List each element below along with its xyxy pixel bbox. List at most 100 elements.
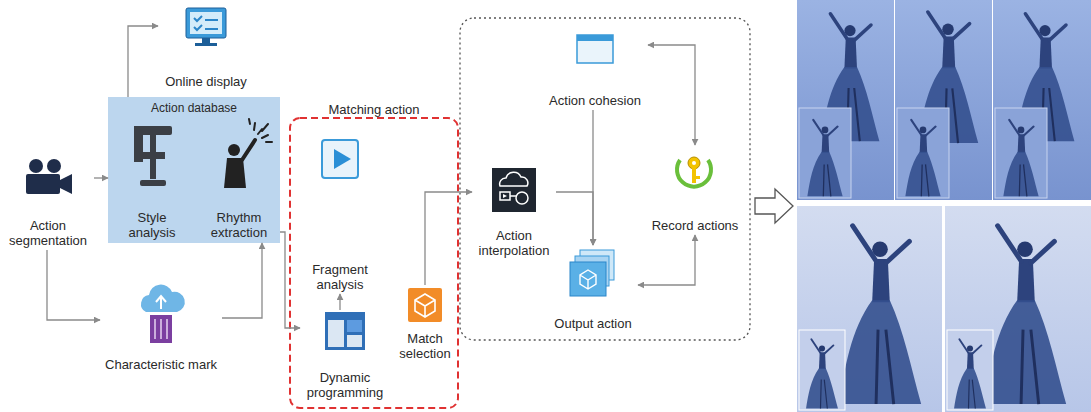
icon-node: Record actions bbox=[646, 145, 744, 235]
spray-figure-icon-part bbox=[224, 158, 246, 188]
monitor-icon bbox=[186, 8, 226, 46]
spray-figure-icon-part bbox=[228, 144, 240, 156]
icon-node: Dynamic programming bbox=[300, 310, 390, 402]
photo-collage-part bbox=[839, 226, 921, 404]
cube-icon-part bbox=[415, 294, 435, 317]
connector bbox=[556, 192, 593, 245]
icon-node: Style analysis bbox=[112, 118, 192, 242]
cloud-icon-part bbox=[150, 315, 172, 343]
photo-collage-part bbox=[954, 339, 986, 408]
icon-node: Rhythm extraction bbox=[200, 118, 278, 242]
window-icon-part bbox=[577, 35, 613, 63]
connector bbox=[648, 45, 695, 145]
photo-collage-part bbox=[897, 108, 949, 198]
key-icon-part bbox=[688, 157, 700, 169]
node-label: Rhythm extraction bbox=[202, 210, 276, 240]
node-label: Characteristic mark bbox=[102, 357, 220, 372]
icon-node: Output action bbox=[548, 245, 638, 333]
key-icon bbox=[677, 157, 711, 187]
icon-node: Characteristic mark bbox=[100, 282, 222, 374]
window-grid-icon-part bbox=[325, 312, 365, 350]
hollow-arrow bbox=[755, 189, 793, 223]
node-label: Fragment analysis bbox=[302, 262, 378, 292]
node-label: Online display bbox=[160, 74, 252, 89]
interpolation-icon bbox=[492, 168, 536, 212]
photo-collage-part bbox=[984, 226, 1066, 404]
interpolation-icon-part bbox=[500, 172, 528, 186]
window-icon-part bbox=[577, 35, 613, 41]
window-grid-icon-part bbox=[328, 320, 344, 347]
icon-node: Fragment analysis bbox=[300, 136, 380, 294]
connector bbox=[128, 26, 158, 97]
camera-icon bbox=[26, 159, 72, 194]
play-icon-part bbox=[322, 140, 358, 178]
interpolation-icon-part bbox=[500, 192, 510, 200]
spray-figure-icon bbox=[224, 119, 272, 188]
database-panel bbox=[108, 97, 280, 243]
dotted-frame bbox=[460, 18, 750, 340]
monitor-icon-part bbox=[190, 12, 222, 34]
photo-collage-part bbox=[797, 206, 942, 412]
node-label: Output action bbox=[550, 316, 636, 331]
window-icon bbox=[577, 35, 613, 63]
monitor-icon-part bbox=[205, 20, 218, 29]
photo-collage-part bbox=[799, 330, 845, 410]
key-icon-part bbox=[677, 160, 711, 187]
photo-collage-part bbox=[993, 0, 1091, 200]
photo-collage bbox=[797, 0, 1091, 412]
play-icon bbox=[322, 140, 358, 178]
photo-collage-part bbox=[1003, 120, 1038, 196]
group-heading: Action database bbox=[110, 99, 278, 115]
icon-node: Action cohesion bbox=[542, 30, 648, 110]
connector bbox=[425, 192, 472, 285]
cube-icon-part bbox=[408, 288, 442, 322]
group-heading: Matching action bbox=[292, 100, 456, 117]
camera-icon-part bbox=[26, 174, 60, 194]
spray-figure-icon-part bbox=[249, 119, 272, 142]
window-grid-icon-part bbox=[347, 320, 362, 332]
stack-icon bbox=[570, 250, 614, 296]
interpolation-icon-part bbox=[492, 168, 536, 212]
photo-collage-part bbox=[806, 339, 838, 408]
spray-figure-icon-part bbox=[242, 140, 255, 160]
dashed-frame bbox=[290, 118, 458, 408]
clamp-icon bbox=[134, 126, 172, 186]
photo-collage-part bbox=[995, 108, 1047, 198]
photo-collage-part bbox=[895, 0, 992, 200]
node-label: Dynamic programming bbox=[302, 370, 388, 400]
node-label: Action interpolation bbox=[474, 228, 554, 258]
interpolation-icon-part bbox=[510, 195, 516, 197]
node-label: Action segmentation bbox=[4, 218, 92, 248]
photo-collage-part bbox=[905, 120, 940, 196]
stack-icon-part bbox=[570, 262, 606, 296]
photo-collage-part bbox=[945, 206, 1091, 412]
key-icon-part bbox=[696, 176, 700, 179]
connector bbox=[94, 177, 108, 178]
node-label: Action cohesion bbox=[544, 93, 646, 108]
cloud-icon-part bbox=[156, 296, 166, 309]
cube-icon bbox=[408, 288, 442, 322]
group-box: Matching actionFragment analysisDynamic … bbox=[290, 98, 458, 408]
connector bbox=[339, 294, 340, 310]
icon-node: Online display bbox=[158, 5, 254, 91]
camera-icon-part bbox=[60, 174, 72, 194]
group-box: Action databaseStyle analysisRhythm extr… bbox=[108, 97, 280, 243]
interpolation-icon-part bbox=[503, 194, 507, 198]
camera-icon-part bbox=[47, 159, 61, 173]
key-icon-part bbox=[692, 161, 696, 165]
camera-icon-part bbox=[29, 159, 43, 173]
monitor-icon-part bbox=[202, 38, 210, 43]
monitor-icon-part bbox=[194, 16, 202, 30]
stack-icon-part bbox=[580, 270, 596, 289]
monitor-icon-part bbox=[195, 43, 217, 46]
cloud-icon-part bbox=[141, 285, 185, 312]
monitor-icon-part bbox=[186, 8, 226, 38]
icon-node: Match selection bbox=[394, 285, 456, 363]
icon-node: Action interpolation bbox=[472, 165, 556, 260]
interpolation-icon-part bbox=[516, 192, 528, 204]
photo-collage-part bbox=[807, 120, 842, 196]
connector bbox=[638, 235, 695, 285]
